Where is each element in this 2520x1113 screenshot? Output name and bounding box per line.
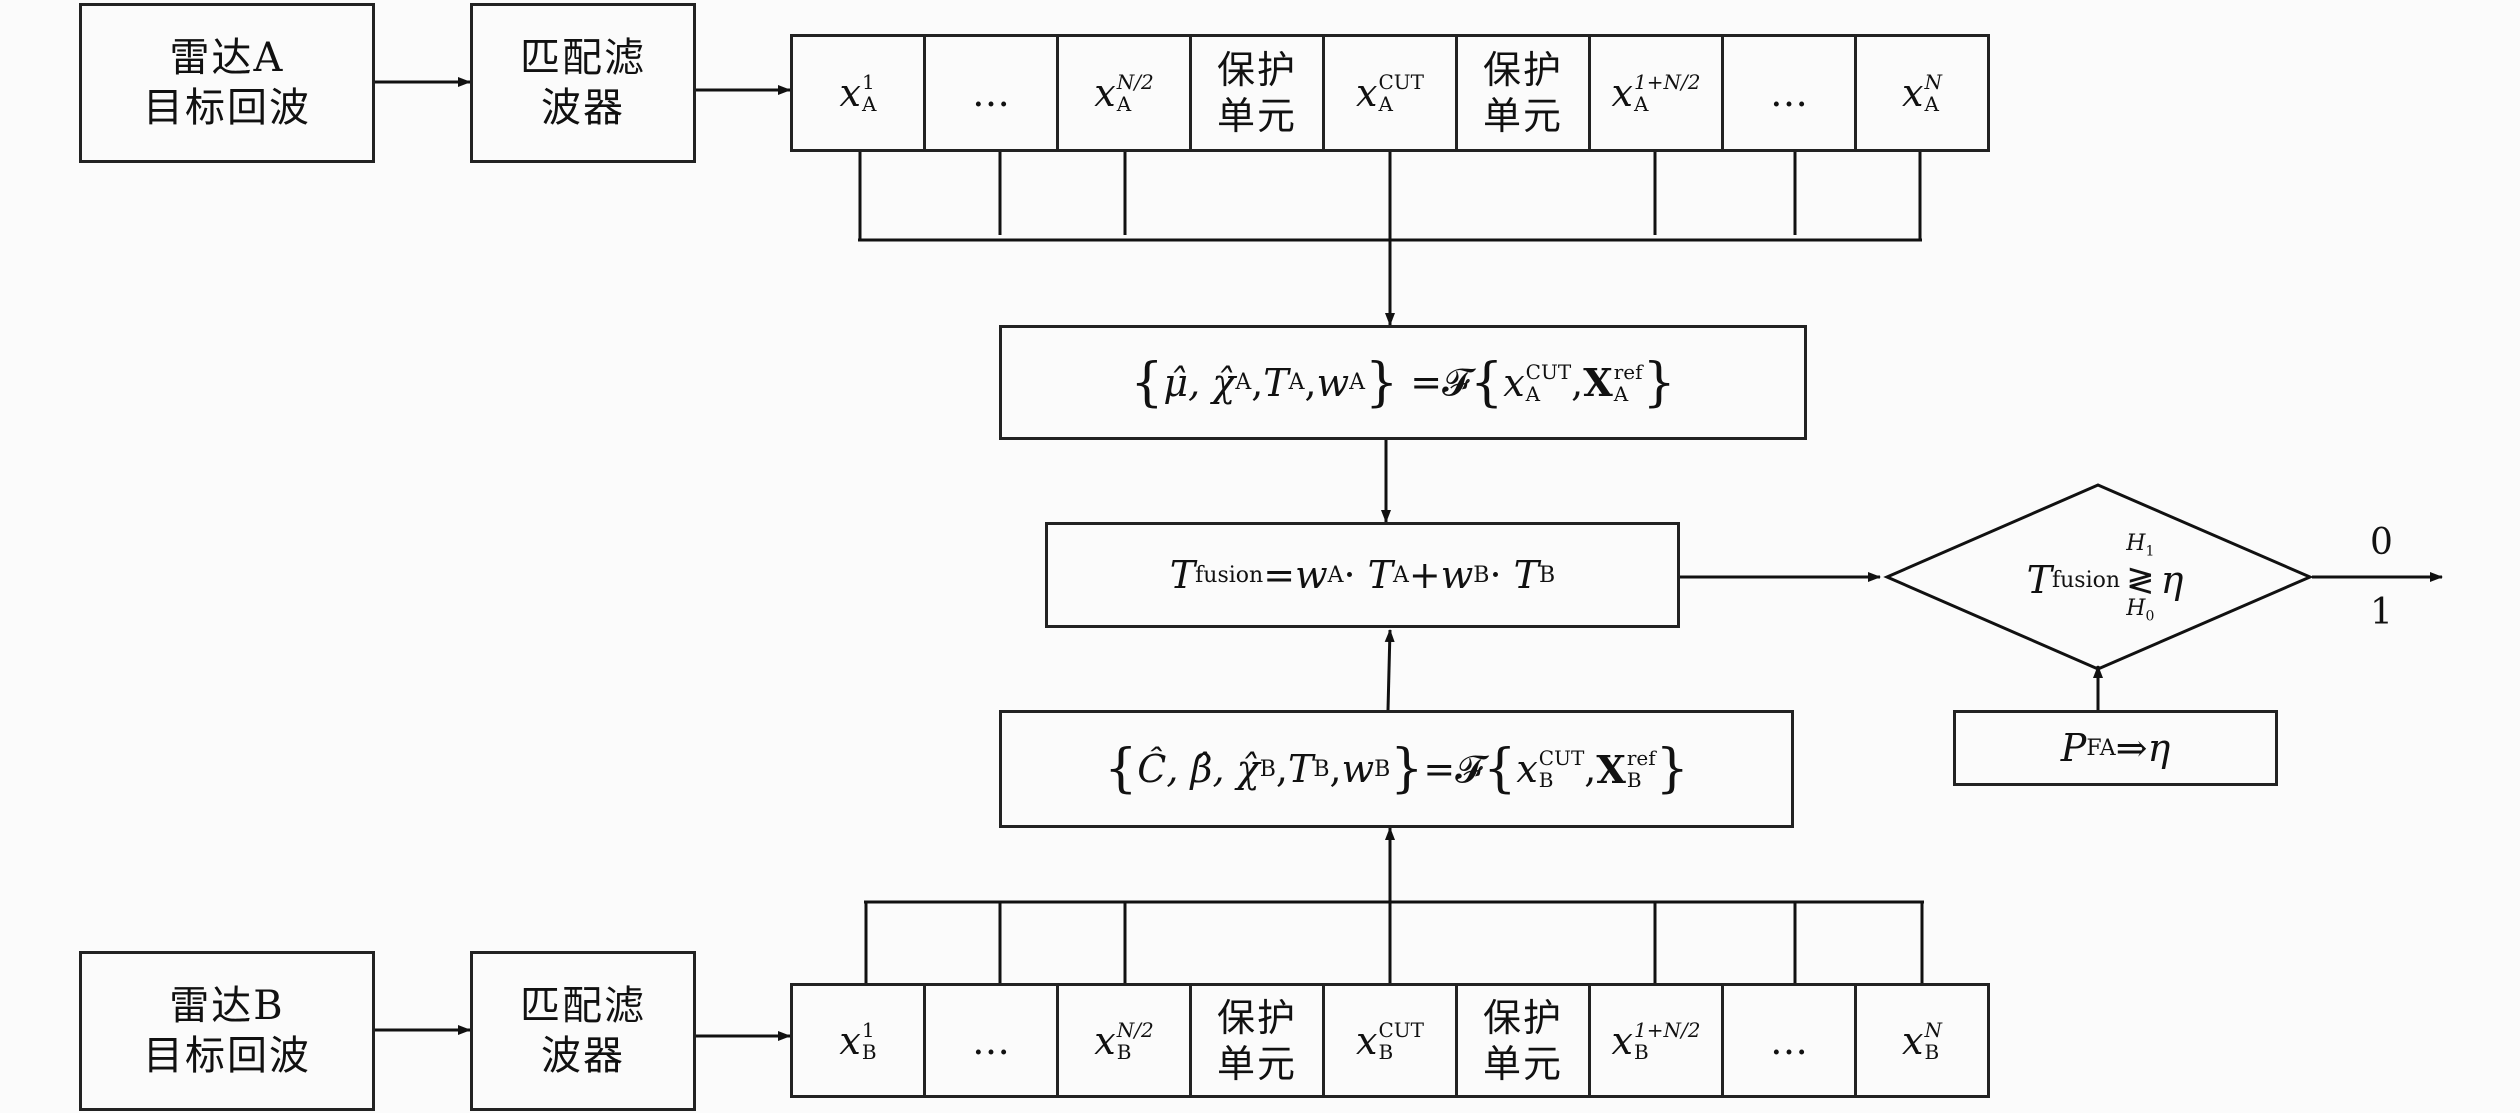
guard-cell-a-right: 保护单元 — [1455, 34, 1591, 152]
radar-b-title: 雷达B — [169, 983, 285, 1029]
arrow-formulaB-to-fusion — [1384, 629, 1395, 711]
cell-a-ellipsis-2: … — [1721, 34, 1857, 152]
matched-filter-b-line2: 波器 — [541, 1033, 625, 1079]
matched-filter-a-line2: 波器 — [541, 85, 625, 131]
cell-b-ellipsis-2: … — [1721, 983, 1857, 1098]
guard-cell-a-left: 保护单元 — [1189, 34, 1325, 152]
radar-a-title: 雷达A — [169, 35, 285, 81]
radar-b-subtitle: 目标回波 — [143, 1033, 311, 1079]
cell-a-ellipsis-1: … — [923, 34, 1059, 152]
radar-a-box: 雷达A 目标回波 — [79, 3, 375, 163]
matched-filter-b-box: 匹配滤 波器 — [470, 951, 696, 1111]
output-zero: 0 — [2370, 522, 2393, 563]
cell-b-ellipsis-1: … — [923, 983, 1059, 1098]
radar-a-subtitle: 目标回波 — [143, 85, 311, 131]
decision-diamond — [1883, 483, 2314, 671]
matched-filter-b-line1: 匹配滤 — [520, 983, 646, 1029]
matched-filter-a-line1: 匹配滤 — [520, 35, 646, 81]
radar-b-box: 雷达B 目标回波 — [79, 951, 375, 1111]
guard-cell-b-left: 保护单元 — [1189, 983, 1325, 1098]
matched-filter-a-box: 匹配滤 波器 — [470, 3, 696, 163]
output-one: 1 — [2370, 592, 2393, 633]
guard-cell-b-right: 保护单元 — [1455, 983, 1591, 1098]
